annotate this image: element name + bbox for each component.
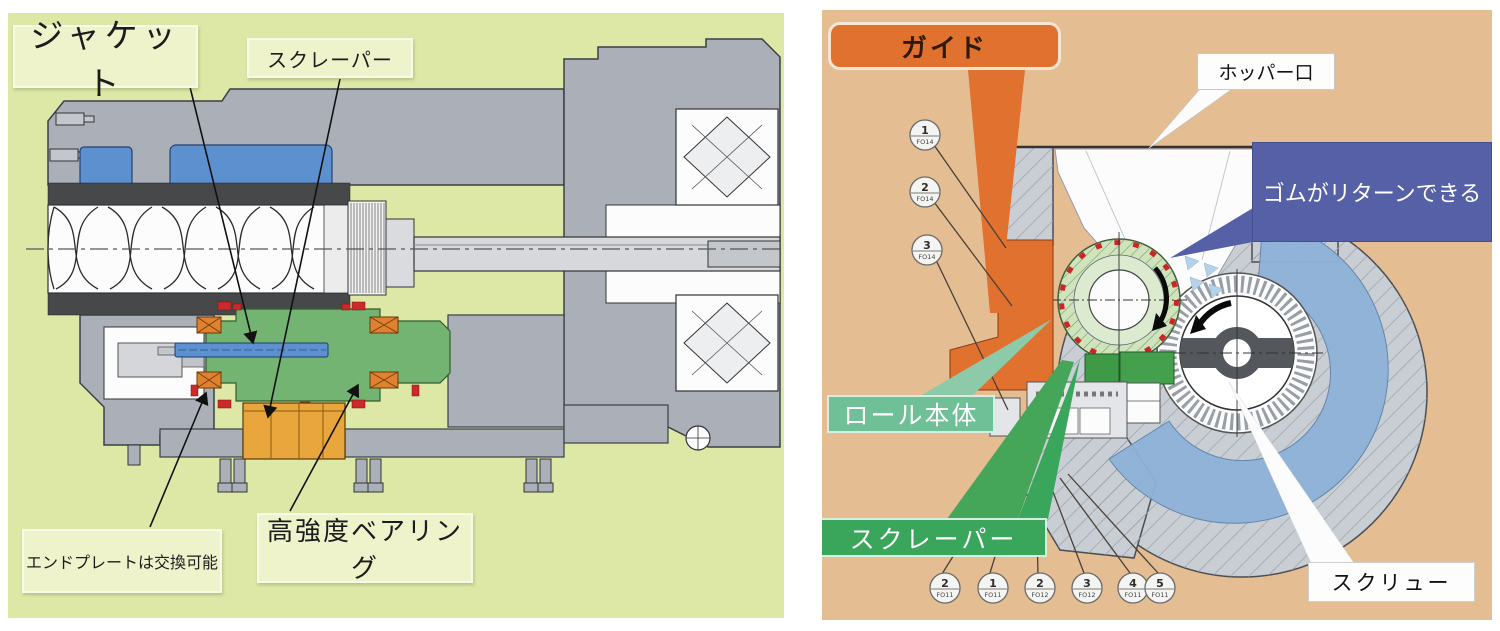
scraper-callout-right: スクレーパー xyxy=(822,518,1047,557)
balloon: 1 FO14 xyxy=(909,119,941,151)
scraper-callout-wedge-b xyxy=(1018,359,1080,519)
screw-assembly xyxy=(1151,269,1323,437)
foundation-bolts xyxy=(127,444,554,493)
svg-text:1: 1 xyxy=(989,577,997,590)
balloon: 3 FO14 xyxy=(911,234,943,266)
base-rail-right xyxy=(344,428,565,458)
svg-text:FO11: FO11 xyxy=(1151,591,1168,599)
splined-section xyxy=(347,200,387,296)
svg-text:FO12: FO12 xyxy=(1078,591,1095,599)
roll-rotation-arrow xyxy=(1153,266,1169,324)
scraper-block-right xyxy=(1119,351,1175,385)
balloon: 3 FO12 xyxy=(1071,572,1103,604)
leader-lines xyxy=(149,78,360,528)
hopper-callout-text: ホッパー口 xyxy=(1218,62,1314,84)
base-plate xyxy=(563,404,669,444)
jacket-leader xyxy=(189,86,258,345)
screw-callout: スクリュー xyxy=(1308,562,1475,602)
svg-text:FO14: FO14 xyxy=(916,138,933,146)
svg-text:2: 2 xyxy=(941,577,949,590)
balloon: 5 FO11 xyxy=(1144,572,1176,604)
extruder-section-panel: ジャケット スクレーパー エンドプレートは交換可能 高強度ベアリング xyxy=(8,13,784,618)
screw-flights xyxy=(47,206,315,290)
jacket-label: ジャケット xyxy=(13,16,198,103)
svg-text:2: 2 xyxy=(1036,577,1044,590)
roll-assembly xyxy=(1051,232,1187,368)
base-rail-left xyxy=(159,428,244,458)
svg-text:FO11: FO11 xyxy=(936,591,953,599)
svg-text:FO14: FO14 xyxy=(916,195,933,203)
screw-callout-text: スクリュー xyxy=(1331,571,1452,595)
svg-text:FO12: FO12 xyxy=(1031,591,1048,599)
roller-feeder-panel: 1 FO14 2 FO14 3 FO14 xyxy=(822,10,1492,620)
rubber-callout-pointer xyxy=(1170,208,1253,258)
guide-callout: ガイド xyxy=(828,22,1061,70)
svg-text:2: 2 xyxy=(921,181,929,194)
scraper-label-left: スクレーパー xyxy=(247,38,413,78)
jacket-label-text: ジャケット xyxy=(30,15,181,103)
roller-feeder-drawing: 1 FO14 2 FO14 3 FO14 xyxy=(909,70,1428,604)
balloon: 4 FO11 xyxy=(1117,572,1149,604)
gear-housing-right xyxy=(447,314,565,428)
rollbody-callout-wedge xyxy=(920,319,1052,396)
thrust-bearing-upper xyxy=(675,108,779,206)
bearing-label: 高強度ベアリング xyxy=(257,513,473,584)
rubber-return-band xyxy=(1108,217,1389,524)
bearing-label-text: 高強度ベアリング xyxy=(266,517,463,584)
hopper-callout-pointer xyxy=(1147,88,1233,150)
balloon: 2 FO11 xyxy=(929,572,961,604)
svg-text:5: 5 xyxy=(1156,577,1164,590)
coupling xyxy=(385,218,415,288)
scraper-leader xyxy=(263,78,341,419)
svg-text:1: 1 xyxy=(921,124,929,137)
barrel-liner-top xyxy=(47,182,351,206)
svg-text:4: 4 xyxy=(1129,577,1137,590)
svg-text:FO14: FO14 xyxy=(918,253,935,261)
bearing-leader xyxy=(289,383,360,512)
rubber-return-callout-text: ゴムがリターンできる xyxy=(1262,182,1482,207)
scraper-callout-right-text: スクレーパー xyxy=(849,524,1018,554)
balloon: 2 FO12 xyxy=(1024,572,1056,604)
part-balloons: 1 FO14 2 FO14 3 FO14 xyxy=(909,119,1176,604)
endplate-label-text: エンドプレートは交換可能 xyxy=(25,553,218,572)
endplate-leader xyxy=(149,391,209,528)
rubber-return-callout: ゴムがリターンできる xyxy=(1252,142,1492,242)
scraper-callout-wedge-a xyxy=(947,360,1074,519)
material-flow-arrows xyxy=(1184,255,1224,299)
svg-text:3: 3 xyxy=(923,239,931,252)
bearing-block-orange xyxy=(242,402,346,460)
extruder-drawing xyxy=(26,38,781,528)
svg-text:FO11: FO11 xyxy=(984,591,1001,599)
svg-text:3: 3 xyxy=(1083,577,1091,590)
scraper-label-left-text: スクレーパー xyxy=(267,47,393,72)
roll-body-callout: ロール本体 xyxy=(827,395,995,433)
scraper-shaft-stub xyxy=(157,346,177,356)
endplate-label: エンドプレートは交換可能 xyxy=(22,529,222,593)
guide-callout-wedge xyxy=(968,70,1025,313)
roll-body-callout-text: ロール本体 xyxy=(843,401,979,430)
shaft-step xyxy=(707,240,781,268)
hopper-callout: ホッパー口 xyxy=(1197,53,1335,90)
balloon: 1 FO11 xyxy=(977,572,1009,604)
guide-callout-text: ガイド xyxy=(900,33,988,64)
balloon: 2 FO14 xyxy=(909,176,941,208)
svg-text:FO11: FO11 xyxy=(1124,591,1141,599)
bearing-cross-lines xyxy=(196,316,399,389)
thrust-bearing-lower xyxy=(675,294,779,392)
